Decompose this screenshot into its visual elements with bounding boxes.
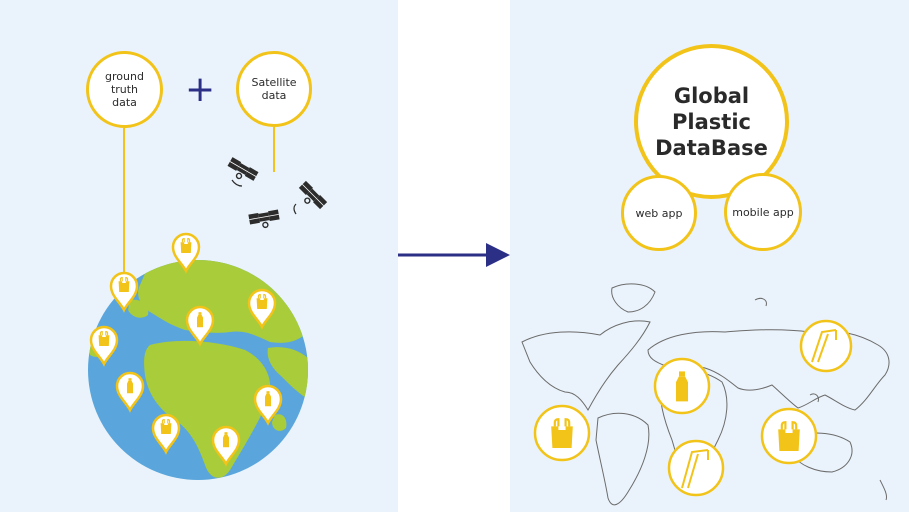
ground-truth-line2: truth — [110, 83, 139, 96]
database-line2: Plastic — [672, 109, 751, 134]
database-line1: Global — [673, 83, 750, 108]
ground-truth-line3: data — [112, 96, 137, 109]
plastic-bottle-icon — [653, 357, 711, 415]
satellite-line2: data — [261, 89, 287, 102]
plastic-straw-icon — [667, 439, 725, 497]
globe-icon — [88, 234, 308, 480]
web-app-bubble: web app — [621, 175, 697, 251]
ground-truth-data-bubble: ground truth data — [86, 51, 163, 128]
plus-sign: + — [185, 69, 216, 110]
satellite-icon — [247, 208, 282, 231]
web-app-label: web app — [635, 206, 683, 220]
database-line3: DataBase — [655, 135, 768, 160]
mobile-app-bubble: mobile app — [724, 173, 802, 251]
plastic-bag-icon — [533, 404, 591, 462]
satellite-data-bubble: Satellite data — [236, 51, 312, 127]
satellite-line1: Satellite — [251, 76, 297, 89]
satellite-icon — [224, 156, 260, 187]
plastic-straw-icon — [799, 319, 853, 373]
arrow-right-icon — [398, 243, 510, 267]
satellite-icon — [294, 180, 328, 214]
plastic-bag-icon — [760, 407, 818, 465]
mobile-app-label: mobile app — [732, 205, 794, 219]
ground-truth-line1: ground — [105, 70, 144, 83]
